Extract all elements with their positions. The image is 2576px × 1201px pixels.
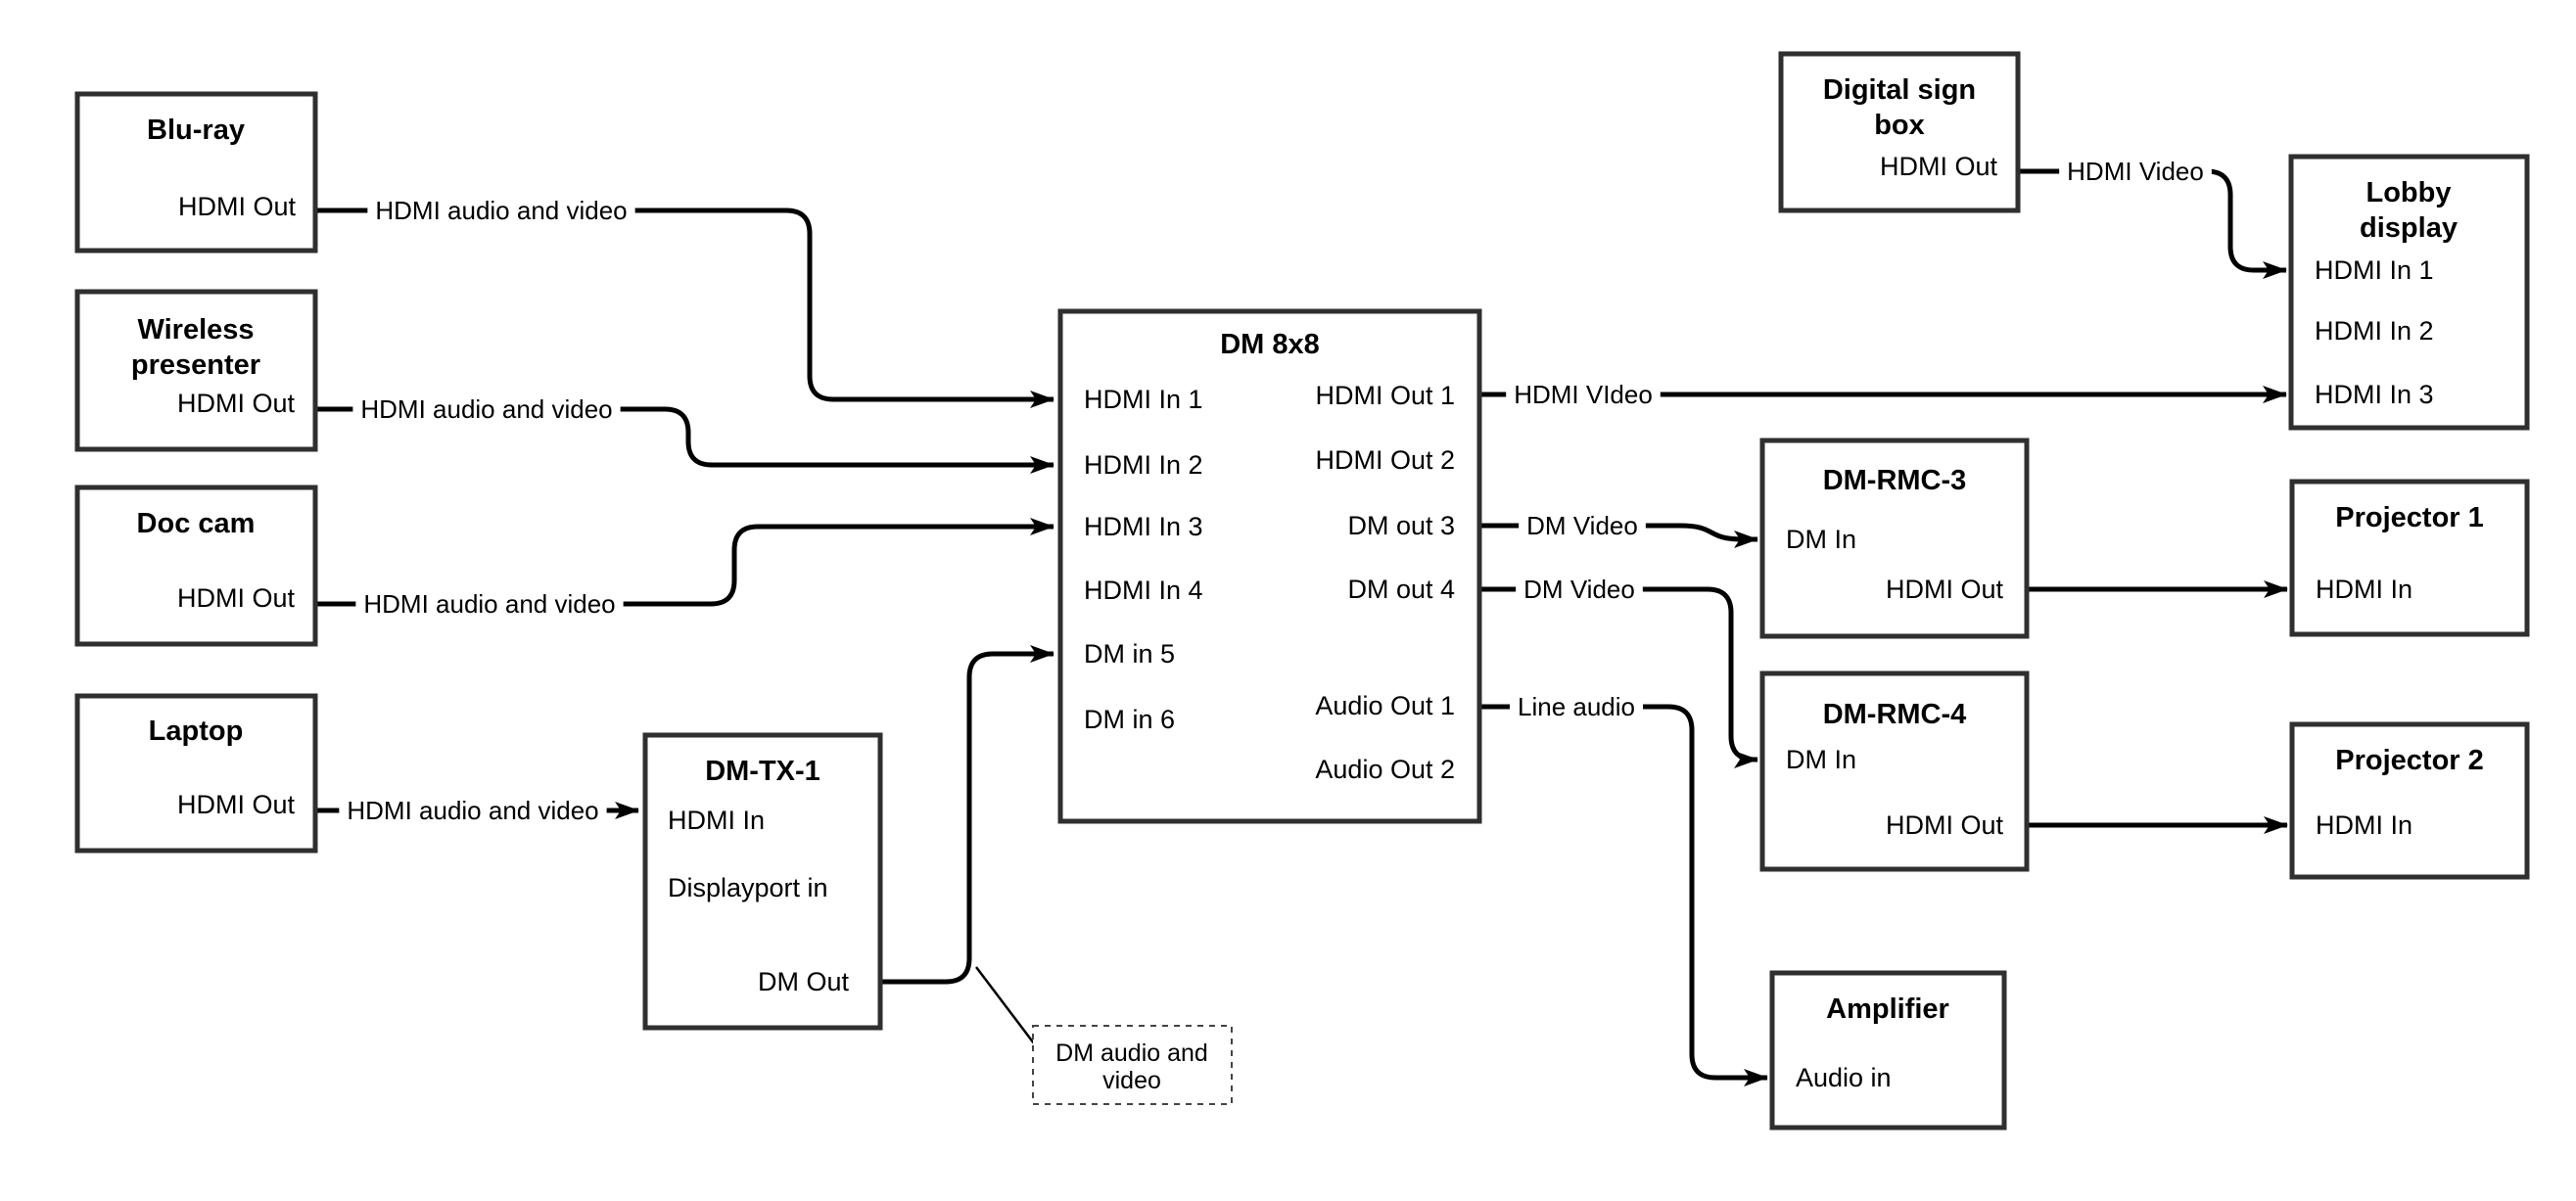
port-hdmi-out: HDMI Out	[1886, 575, 2004, 604]
port-hdmi-in-2: HDMI In 2	[1084, 450, 1203, 480]
note-text: video	[1102, 1067, 1161, 1094]
port-hdmi-in: HDMI In	[668, 806, 765, 835]
edge-label-bluray: HDMI audio and video	[367, 196, 635, 225]
port-hdmi-out: HDMI Out	[177, 389, 296, 418]
edge-dmtx1-to-dm8x8-in5[interactable]	[880, 645, 1054, 985]
node-projector-1[interactable]: Projector 1 HDMI In	[2289, 479, 2530, 637]
port-dm-in: DM In	[1786, 745, 1856, 774]
svg-text:HDMI VIdeo: HDMI VIdeo	[1514, 380, 1653, 409]
note-text: DM audio and	[1055, 1039, 1208, 1067]
port-dm-in-6: DM in 6	[1084, 705, 1175, 734]
node-dm-8x8[interactable]: DM 8x8 HDMI In 1 HDMI In 2 HDMI In 3 HDM…	[1057, 308, 1482, 824]
port-dm-in-5: DM in 5	[1084, 639, 1175, 669]
port-audio-out-2: Audio Out 2	[1315, 755, 1455, 784]
edge-sign-to-lobby-in1[interactable]	[2018, 168, 2287, 279]
edge-dm8x8-audio1-to-amp[interactable]	[1479, 704, 1768, 1086]
node-projector-2[interactable]: Projector 2 HDMI In	[2289, 721, 2530, 880]
note-leader-line	[975, 966, 1035, 1044]
node-title: Doc cam	[137, 508, 256, 539]
port-dm-in: DM In	[1786, 525, 1856, 554]
edge-label-line-audio: Line audio	[1510, 692, 1643, 721]
node-dm-rmc-3[interactable]: DM-RMC-3 DM In HDMI Out	[1759, 438, 2030, 639]
node-title: Blu-ray	[147, 115, 245, 146]
port-hdmi-in-3: HDMI In 3	[2315, 380, 2434, 409]
node-title: DM-RMC-3	[1823, 465, 1967, 496]
edge-dm8x8-out4-to-rmc4[interactable]	[1479, 586, 1758, 768]
port-hdmi-out: HDMI Out	[178, 192, 297, 221]
edge-label-hdmi-video-out1: HDMI VIdeo	[1506, 380, 1661, 409]
edge-label-dm-video-out3: DM Video	[1519, 511, 1646, 540]
node-title: DM-TX-1	[705, 756, 820, 787]
edge-bluray-to-dm8x8-in1[interactable]	[315, 208, 1054, 408]
port-hdmi-out-1: HDMI Out 1	[1315, 381, 1455, 410]
port-hdmi-out: HDMI Out	[1880, 152, 1998, 181]
edge-label-doccam: HDMI audio and video	[355, 589, 624, 619]
port-dm-out-4: DM out 4	[1347, 575, 1455, 604]
port-dm-out: DM Out	[758, 967, 850, 996]
port-hdmi-out: HDMI Out	[1886, 810, 2004, 840]
node-dm-rmc-4[interactable]: DM-RMC-4 DM In HDMI Out	[1759, 670, 2030, 872]
node-title: Projector 1	[2335, 502, 2484, 533]
port-hdmi-in-2: HDMI In 2	[2315, 316, 2434, 346]
node-lobby-display[interactable]: Lobby display HDMI In 1 HDMI In 2 HDMI I…	[2288, 154, 2530, 431]
node-title: display	[2360, 212, 2458, 244]
node-wireless-presenter[interactable]: Wireless presenter HDMI Out	[74, 289, 318, 452]
node-title: DM 8x8	[1220, 329, 1320, 360]
node-title: Amplifier	[1826, 993, 1949, 1025]
port-hdmi-in-1: HDMI In 1	[1084, 385, 1203, 414]
svg-text:DM Video: DM Video	[1526, 511, 1638, 540]
node-doc-cam[interactable]: Doc cam HDMI Out	[74, 485, 318, 647]
port-hdmi-in-1: HDMI In 1	[2315, 255, 2434, 285]
node-bluray[interactable]: Blu-ray HDMI Out	[74, 91, 318, 254]
node-title: box	[1874, 110, 1925, 141]
node-digital-sign-box[interactable]: Digital sign box HDMI Out	[1778, 51, 2021, 213]
port-dm-out-3: DM out 3	[1347, 511, 1455, 540]
port-displayport-in: Displayport in	[668, 873, 828, 902]
port-hdmi-out-2: HDMI Out 2	[1315, 445, 1455, 475]
node-title: Laptop	[149, 716, 244, 747]
svg-text:DM Video: DM Video	[1523, 575, 1635, 604]
node-laptop[interactable]: Laptop HDMI Out	[74, 693, 318, 854]
port-hdmi-in-4: HDMI In 4	[1084, 576, 1203, 605]
edge-label-laptop: HDMI audio and video	[339, 796, 607, 825]
note-dm-audio-video[interactable]: DM audio and video	[1032, 1025, 1233, 1105]
svg-text:HDMI Video: HDMI Video	[2067, 157, 2204, 186]
edge-doccam-to-dm8x8-in3[interactable]	[315, 518, 1054, 607]
node-title: DM-RMC-4	[1823, 699, 1967, 730]
port-hdmi-in-3: HDMI In 3	[1084, 512, 1203, 541]
node-title: Lobby	[2366, 177, 2452, 208]
edge-label-dm-video-out4: DM Video	[1516, 575, 1643, 604]
edge-dm8x8-out3-to-rmc3[interactable]	[1479, 523, 1758, 548]
edge-label-wireless: HDMI audio and video	[352, 394, 621, 424]
svg-text:HDMI audio and video: HDMI audio and video	[375, 196, 627, 225]
node-dm-tx-1[interactable]: DM-TX-1 HDMI In Displayport in DM Out	[642, 732, 883, 1031]
svg-text:Line audio: Line audio	[1518, 692, 1635, 721]
port-hdmi-in: HDMI In	[2316, 575, 2412, 604]
edge-label-sign-hdmi-video: HDMI Video	[2059, 157, 2212, 186]
node-title: Projector 2	[2335, 745, 2484, 776]
svg-text:HDMI audio and video: HDMI audio and video	[360, 394, 612, 424]
node-title: presenter	[131, 349, 260, 381]
port-hdmi-in: HDMI In	[2316, 810, 2412, 840]
svg-text:HDMI audio and video: HDMI audio and video	[347, 796, 598, 825]
port-hdmi-out: HDMI Out	[177, 583, 296, 613]
port-hdmi-out: HDMI Out	[177, 790, 296, 819]
edge-labels: HDMI audio and video HDMI audio and vide…	[339, 157, 2212, 825]
port-audio-in: Audio in	[1796, 1063, 1892, 1092]
port-audio-out-1: Audio Out 1	[1315, 691, 1455, 720]
svg-text:HDMI audio and video: HDMI audio and video	[363, 589, 615, 619]
edge-wireless-to-dm8x8-in2[interactable]	[314, 406, 1054, 474]
node-title: Digital sign	[1823, 74, 1976, 106]
node-title: Wireless	[137, 314, 254, 346]
node-amplifier[interactable]: Amplifier Audio in	[1769, 970, 2007, 1131]
